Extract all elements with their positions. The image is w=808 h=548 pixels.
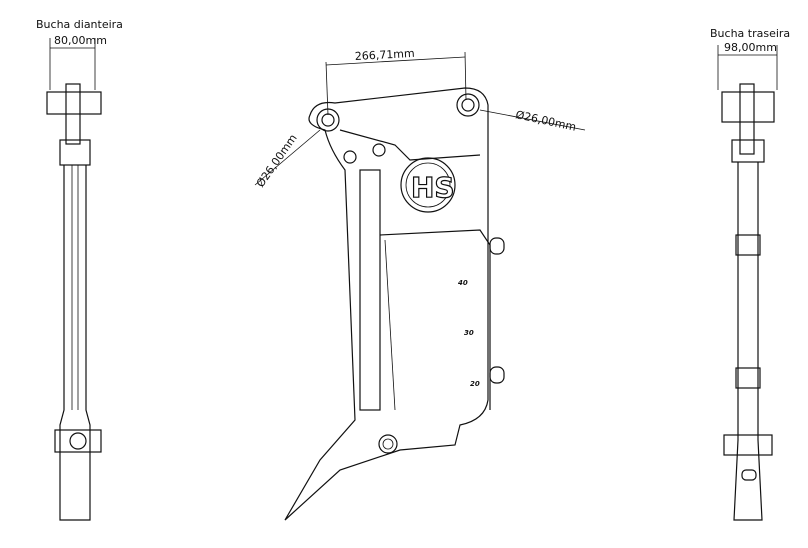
right-hole-diameter: Ø26,00mm xyxy=(514,108,577,134)
depth-mark: 20 xyxy=(470,380,480,388)
front-dimension: 80,00mm xyxy=(54,34,107,47)
rear-view: Bucha traseira 98,00mm xyxy=(710,27,790,521)
side-view: 266,71mm Ø26,00mm Ø26,00mm HS 40 30 20 xyxy=(254,47,586,521)
rear-view-title: Bucha traseira xyxy=(710,27,790,40)
depth-mark: 30 xyxy=(464,329,474,337)
left-hole-diameter: Ø26,00mm xyxy=(254,132,300,190)
rear-dimension: 98,00mm xyxy=(724,41,777,54)
front-view-title: Bucha dianteira xyxy=(36,18,123,31)
front-view: Bucha dianteira 80,00mm xyxy=(36,18,123,521)
length-dimension: 266,71mm xyxy=(354,47,415,63)
depth-mark: 40 xyxy=(458,279,468,287)
hs-logo: HS xyxy=(411,171,455,204)
